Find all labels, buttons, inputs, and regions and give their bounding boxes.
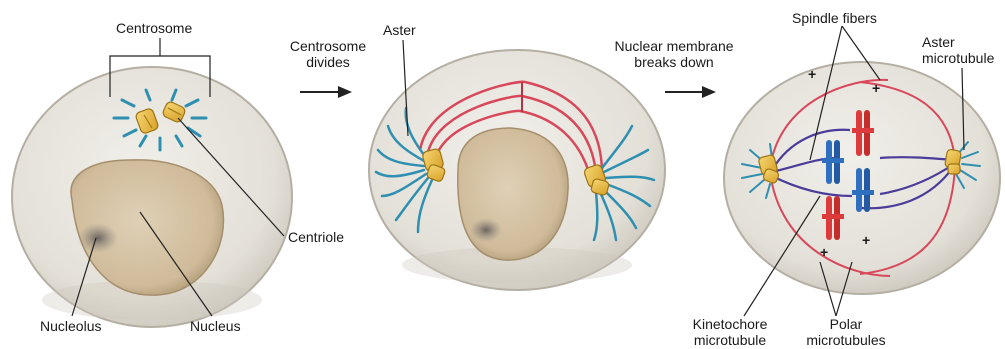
label-aster-microtubule: Aster microtubule [922,34,994,66]
arrow-step-1 [300,86,352,98]
cell-interphase [12,38,292,327]
label-centrosome: Centrosome [116,20,192,36]
label-centriole: Centriole [288,229,344,245]
label-spindle-fibers: Spindle fibers [792,10,877,26]
plus-mark-4: + [862,232,870,248]
label-nucleolus: Nucleolus [40,318,101,334]
label-polar-microtubules: Polar microtubules [796,316,896,348]
plus-mark-3: + [820,244,828,260]
plus-mark-2: + [872,80,880,96]
nucleolus-2 [470,218,502,242]
label-nuclear-membrane: Nuclear membrane breaks down [608,38,740,70]
label-aster: Aster [383,22,416,38]
label-nucleus: Nucleus [190,318,241,334]
arrow-step-2 [665,86,716,98]
label-kinetochore-microtubule: Kinetochore microtubule [682,316,778,348]
nucleolus-1 [78,223,118,253]
centriole-3d [948,164,960,174]
cell-prometaphase [724,26,1000,316]
nucleus-2 [458,128,568,260]
cell-prophase [369,40,665,290]
label-centrosome-divides: Centrosome divides [286,38,370,70]
plus-mark-1: + [808,66,816,82]
